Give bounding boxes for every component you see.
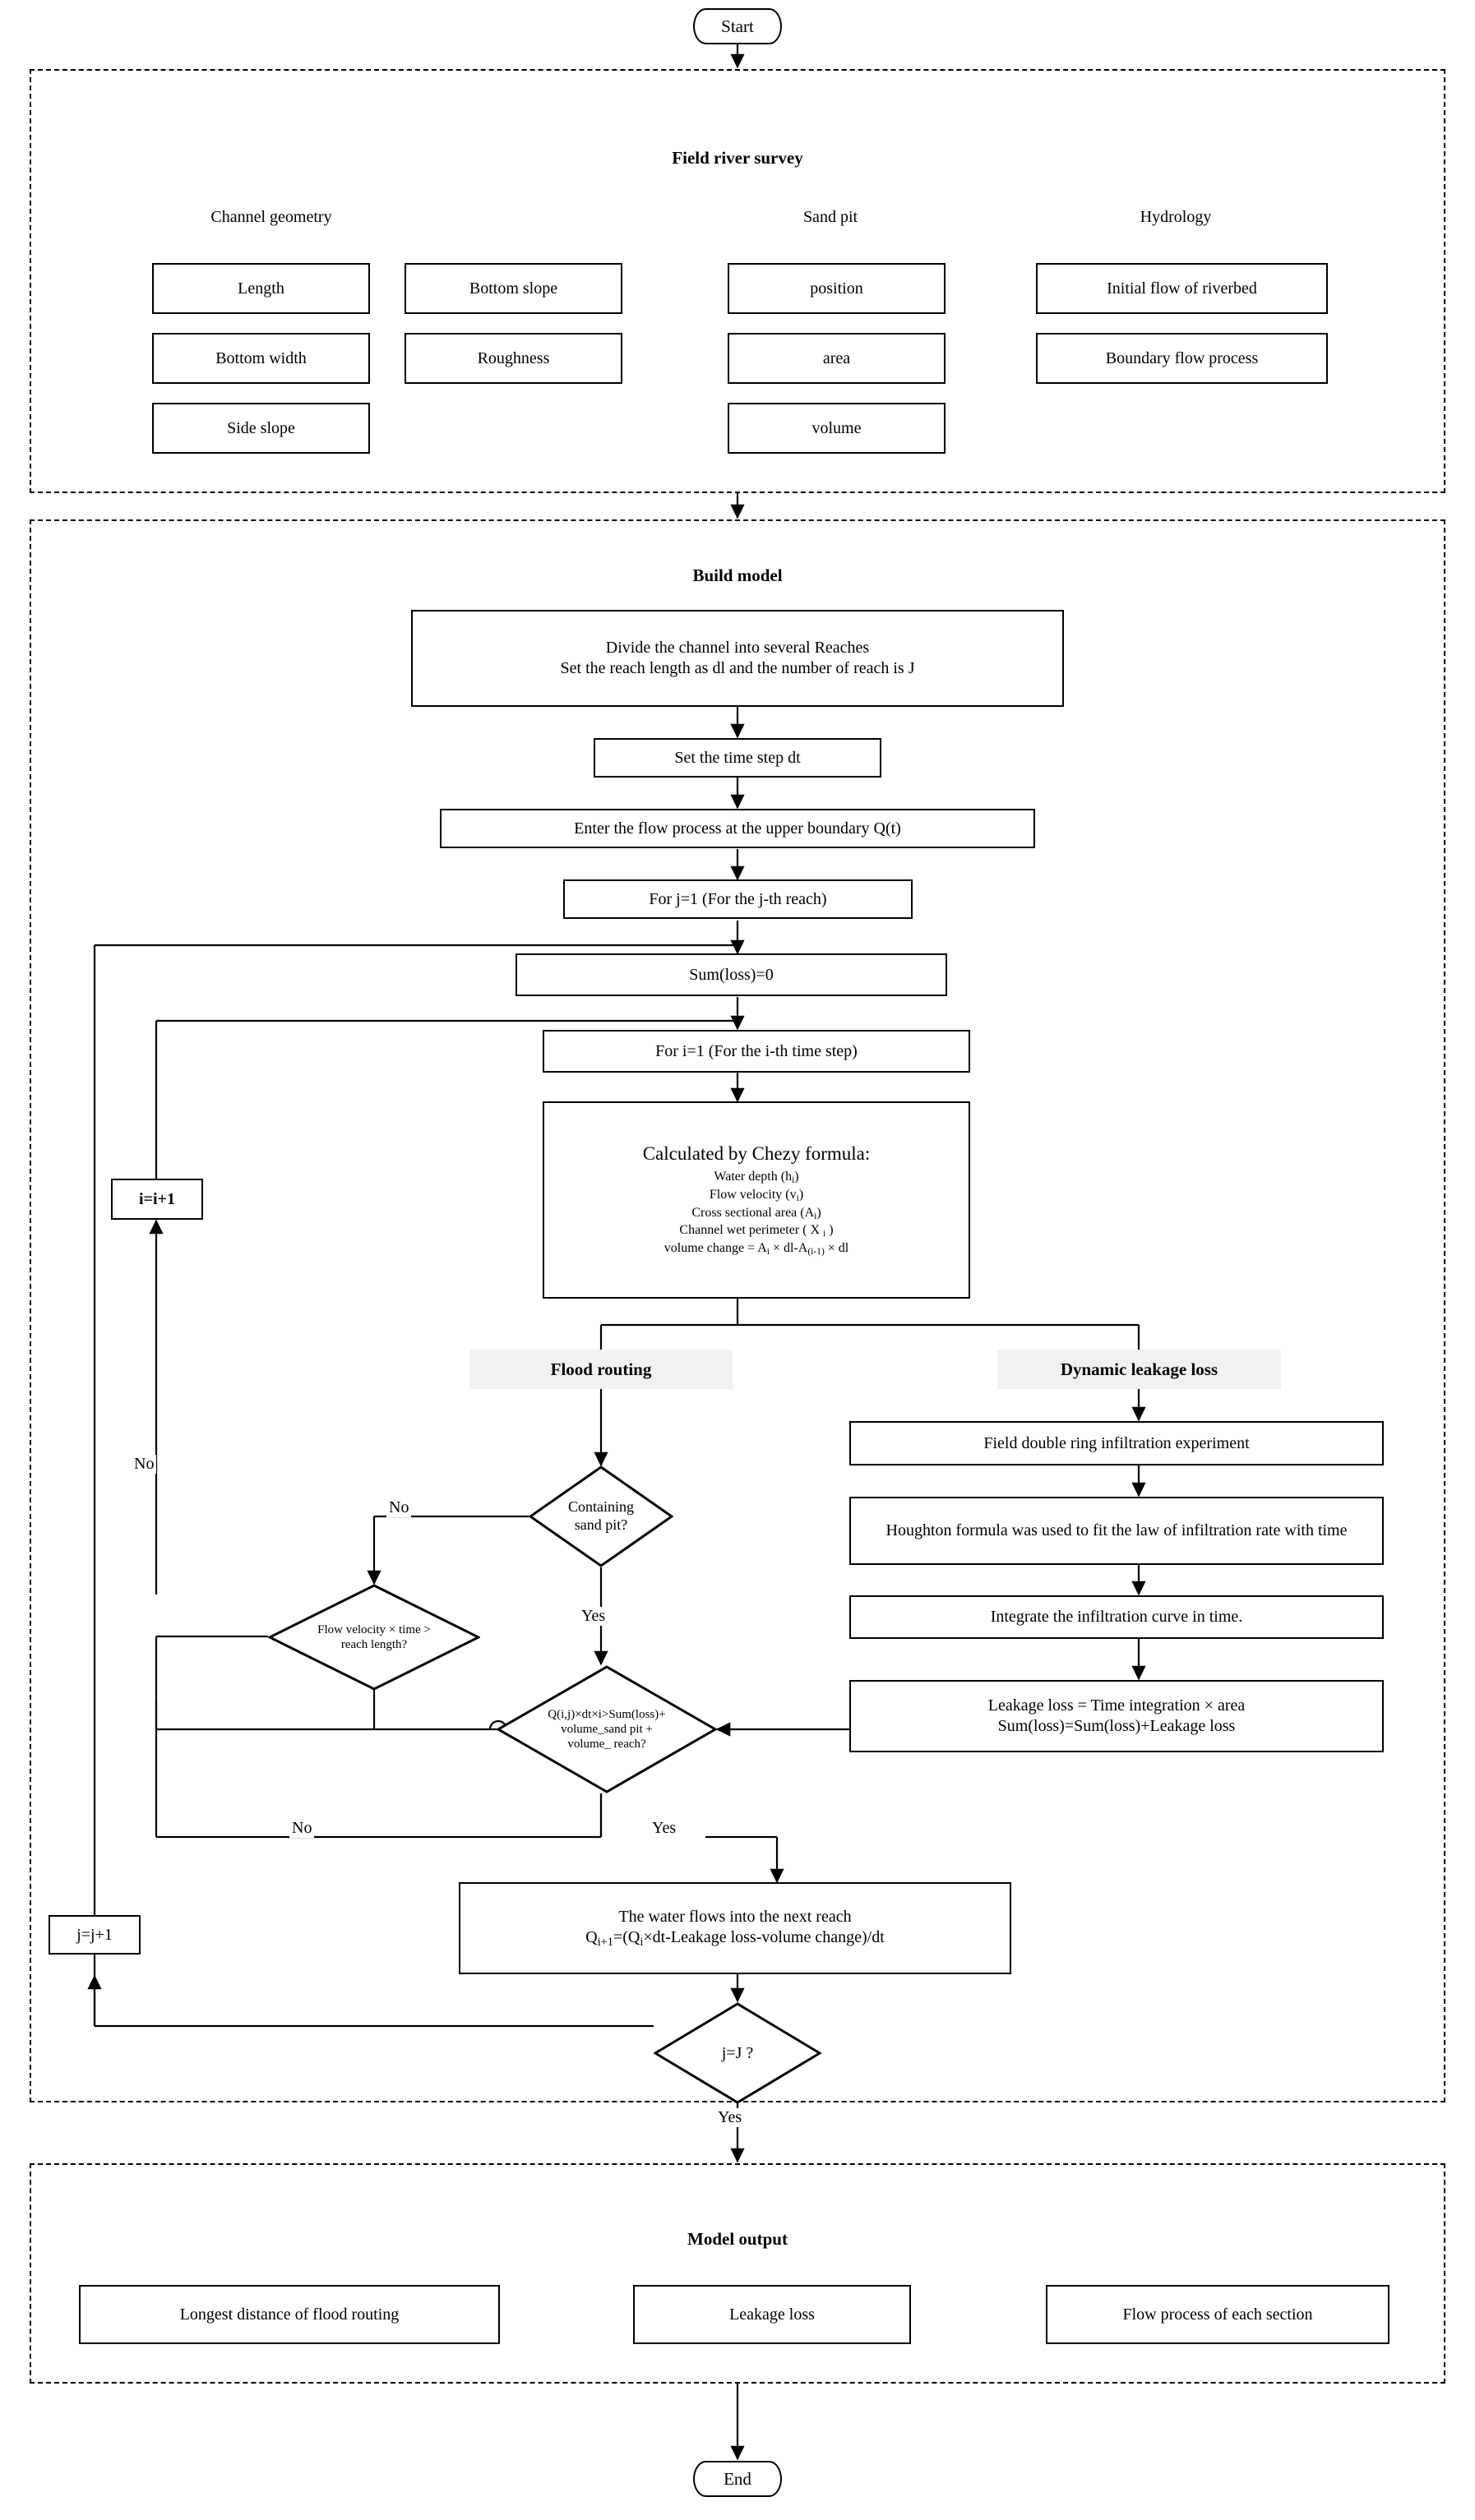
section-field-river-survey bbox=[30, 69, 1445, 493]
node-integrate-infiltration[interactable]: Integrate the infiltration curve in time… bbox=[849, 1595, 1384, 1639]
node-leakage-loss-calc[interactable]: Leakage loss = Time integration × area S… bbox=[849, 1680, 1384, 1752]
leakage-loss-line2: Sum(loss)=Sum(loss)+Leakage loss bbox=[997, 1717, 1236, 1735]
field-item-bottom-width[interactable]: Bottom width bbox=[152, 333, 370, 384]
leakage-loss-line1: Leakage loss = Time integration × area bbox=[987, 1696, 1246, 1715]
edge-label-no-outer: No bbox=[132, 1455, 157, 1474]
chezy-flow-velocity: Flow velocity (vi) bbox=[709, 1187, 804, 1204]
node-chezy-formula[interactable]: Calculated by Chezy formula: Water depth… bbox=[543, 1101, 970, 1299]
divide-channel-line1: Divide the channel into several Reaches bbox=[605, 639, 870, 657]
output-item-longest-distance[interactable]: Longest distance of flood routing bbox=[79, 2285, 500, 2344]
output-item-flow-process[interactable]: Flow process of each section bbox=[1046, 2285, 1389, 2344]
node-sum-loss-zero[interactable]: Sum(loss)=0 bbox=[516, 953, 947, 996]
edge-label-no-jloop: No bbox=[289, 1819, 315, 1838]
branch-header-dynamic-leakage-loss: Dynamic leakage loss bbox=[997, 1350, 1281, 1389]
field-item-position[interactable]: position bbox=[728, 263, 946, 314]
edge-label-yes-qcond: Yes bbox=[650, 1819, 679, 1838]
field-survey-title: Field river survey bbox=[672, 148, 803, 168]
field-item-initial-flow[interactable]: Initial flow of riverbed bbox=[1036, 263, 1328, 314]
field-item-side-slope[interactable]: Side slope bbox=[152, 403, 370, 454]
node-water-flows-next-reach[interactable]: The water flows into the next reach Qi+1… bbox=[459, 1882, 1011, 1974]
field-item-bottom-slope[interactable]: Bottom slope bbox=[405, 263, 622, 314]
edge-label-yes-final: Yes bbox=[715, 2108, 745, 2127]
group-title-sand-pit: Sand pit bbox=[802, 208, 858, 226]
edge-label-no-sandpit: No bbox=[386, 1498, 412, 1517]
chezy-cross-section: Cross sectional area (Ai) bbox=[691, 1205, 821, 1221]
build-model-title: Build model bbox=[692, 565, 783, 585]
output-item-leakage-loss[interactable]: Leakage loss bbox=[633, 2285, 911, 2344]
divide-channel-line2: Set the reach length as dl and the numbe… bbox=[560, 659, 915, 677]
group-title-hydrology: Hydrology bbox=[1140, 208, 1212, 226]
node-i-increment[interactable]: i=i+1 bbox=[111, 1179, 203, 1220]
field-item-roughness[interactable]: Roughness bbox=[405, 333, 622, 384]
next-reach-line1: The water flows into the next reach bbox=[618, 1907, 852, 1926]
node-j-increment[interactable]: j=j+1 bbox=[49, 1915, 141, 1955]
node-for-i[interactable]: For i=1 (For the i-th time step) bbox=[543, 1030, 970, 1073]
chezy-volume-change: volume change = Ai × dl-A(i-1) × dl bbox=[664, 1240, 849, 1257]
edge-label-yes-sandpit: Yes bbox=[579, 1607, 608, 1626]
next-reach-line2: Qi+1=(Qi×dt-Leakage loss-volume change)/… bbox=[585, 1927, 885, 1950]
field-item-length[interactable]: Length bbox=[152, 263, 370, 314]
node-houghton-formula[interactable]: Houghton formula was used to fit the law… bbox=[849, 1497, 1384, 1565]
node-enter-flow-process[interactable]: Enter the flow process at the upper boun… bbox=[440, 809, 1035, 848]
start-terminator[interactable]: Start bbox=[693, 8, 782, 44]
node-double-ring-experiment[interactable]: Field double ring infiltration experimen… bbox=[849, 1421, 1384, 1465]
end-terminator[interactable]: End bbox=[693, 2461, 782, 2497]
end-label: End bbox=[724, 2468, 751, 2489]
field-item-area[interactable]: area bbox=[728, 333, 946, 384]
decision-flow-velocity-vs-reach[interactable]: Flow velocity × time >reach length? bbox=[268, 1584, 480, 1691]
start-label: Start bbox=[721, 16, 754, 36]
field-item-volume[interactable]: volume bbox=[728, 403, 946, 454]
decision-q-condition[interactable]: Q(i,j)×dt×i>Sum(loss)+volume_sand pit +v… bbox=[497, 1665, 717, 1793]
flow-velocity-text: Flow velocity × time >reach length? bbox=[317, 1623, 431, 1651]
node-divide-channel[interactable]: Divide the channel into several Reaches … bbox=[411, 610, 1064, 707]
group-title-channel-geometry: Channel geometry bbox=[210, 208, 332, 226]
node-set-time-step[interactable]: Set the time step dt bbox=[594, 738, 881, 778]
q-condition-text: Q(i,j)×dt×i>Sum(loss)+volume_sand pit +v… bbox=[548, 1708, 666, 1751]
branch-header-flood-routing: Flood routing bbox=[469, 1350, 733, 1389]
field-item-boundary-flow[interactable]: Boundary flow process bbox=[1036, 333, 1328, 384]
model-output-title: Model output bbox=[687, 2229, 788, 2249]
chezy-wet-perimeter: Channel wet perimeter ( Χ i ) bbox=[679, 1223, 834, 1239]
chezy-title: Calculated by Chezy formula: bbox=[642, 1142, 871, 1164]
node-for-j[interactable]: For j=1 (For the j-th reach) bbox=[563, 879, 913, 919]
j-equals-J-text: j=J ? bbox=[721, 2044, 754, 2062]
chezy-water-depth: Water depth (hi) bbox=[714, 1170, 799, 1186]
decision-j-equals-J[interactable]: j=J ? bbox=[654, 2002, 821, 2104]
section-model-output bbox=[30, 2163, 1445, 2384]
